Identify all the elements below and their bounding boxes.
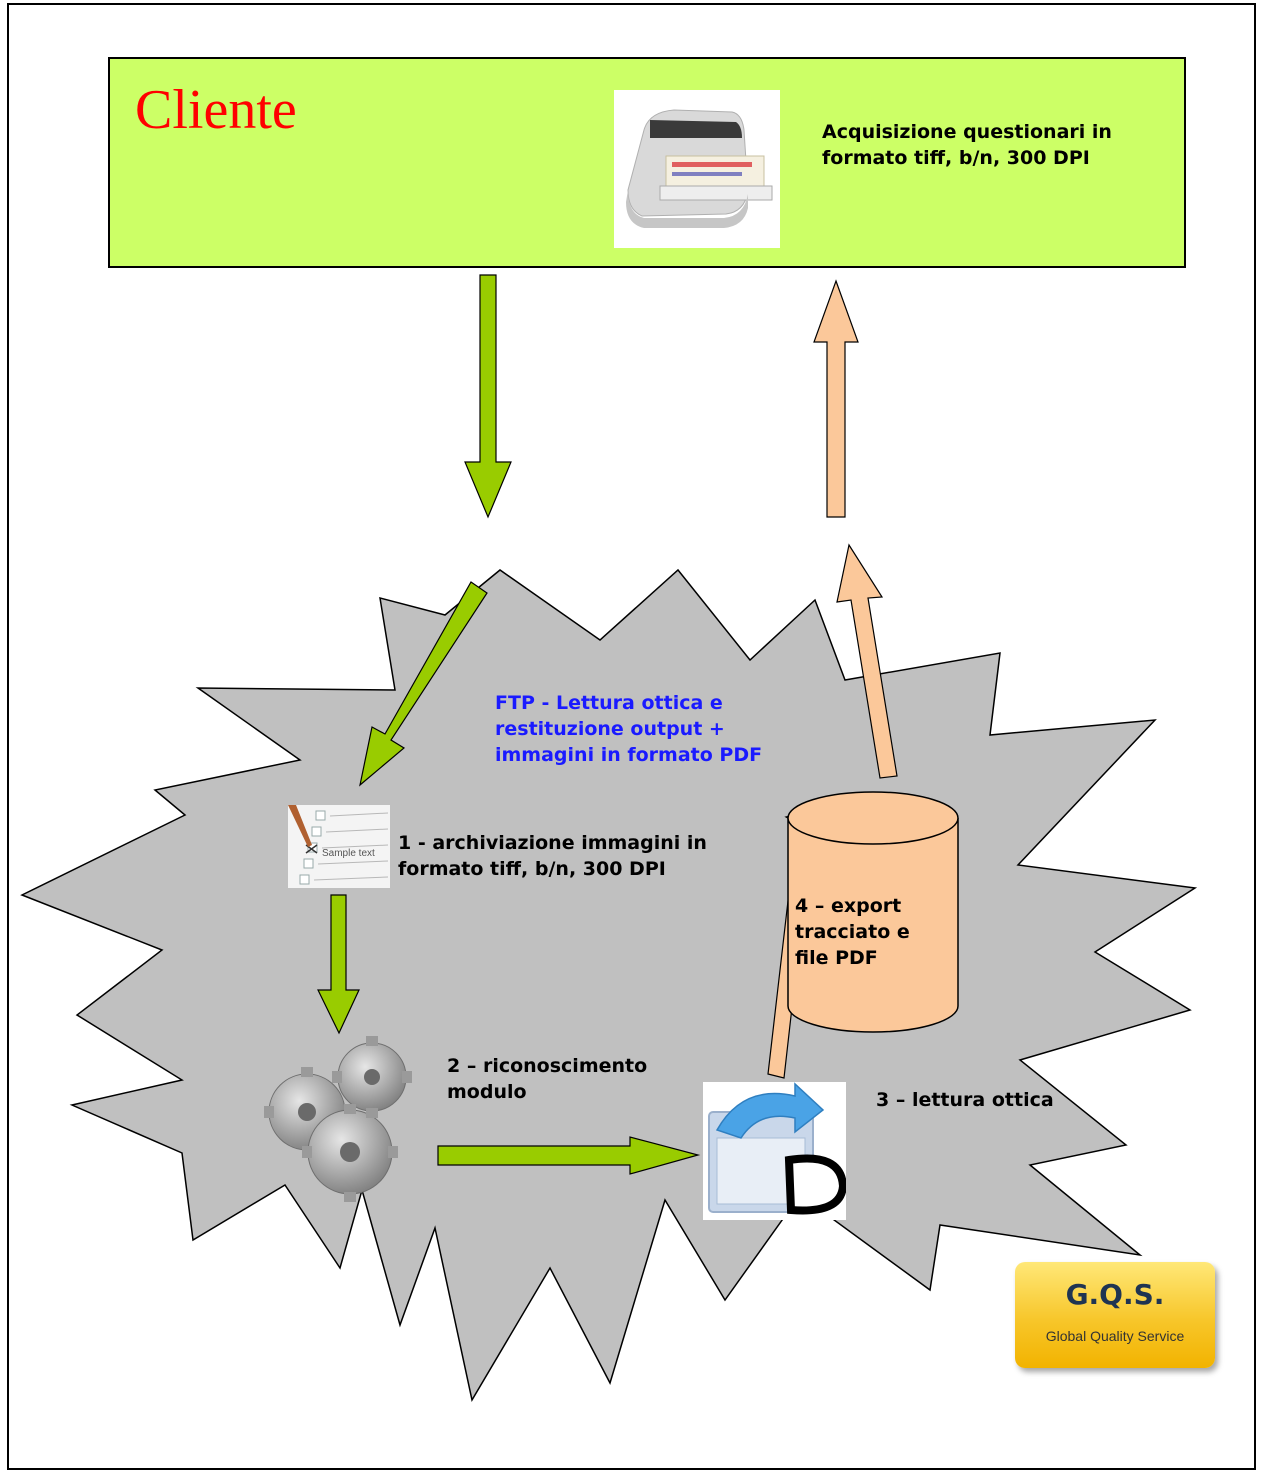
step3-label: 3 – lettura ottica	[876, 1089, 1054, 1111]
gqs-logo-name: G.Q.S.	[1065, 1278, 1165, 1311]
arrow-database-out	[836, 543, 898, 779]
arrow-step1-to-step2	[317, 894, 360, 1035]
ftp-label: FTP - Lettura ottica e restituzione outp…	[495, 692, 763, 766]
arrow-processing-to-client	[813, 279, 859, 518]
step4-label: 4 – export tracciato e file PDF	[795, 895, 910, 969]
gqs-logo-subtitle: Global Quality Service	[1045, 1328, 1185, 1344]
form-checklist-icon: Sample text	[288, 805, 390, 888]
client-title: Cliente	[135, 79, 297, 141]
gears-icon	[262, 1022, 430, 1207]
svg-text:Sample text: Sample text	[322, 848, 375, 859]
gqs-logo: G.Q.S. Global Quality Service	[1015, 1262, 1215, 1368]
arrow-step2-to-step3	[437, 1136, 701, 1175]
database-icon	[787, 791, 959, 1033]
processing-starburst	[20, 568, 1198, 1403]
arrow-client-to-processing	[464, 274, 512, 519]
ocr-icon	[703, 1082, 848, 1220]
scanner-icon	[614, 90, 780, 248]
step1-label: 1 - archiviazione immagini in formato ti…	[398, 832, 707, 880]
step2-label: 2 – riconoscimento modulo	[447, 1055, 648, 1103]
acquisition-label: Acquisizione questionari in formato tiff…	[822, 121, 1112, 169]
arrow-ftp-to-archive	[359, 581, 488, 787]
